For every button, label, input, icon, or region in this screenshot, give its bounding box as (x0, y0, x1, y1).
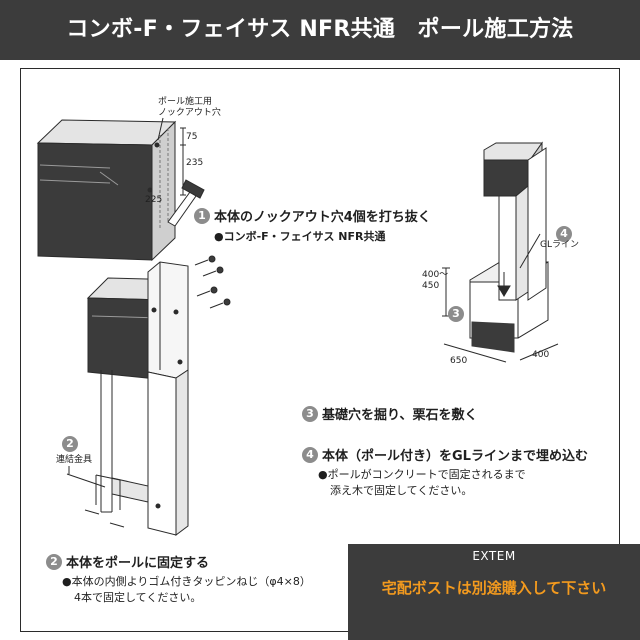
step-4-number-badge: 4 (302, 446, 318, 463)
step-1-title: 1 本体のノックアウト穴4個を打ち抜く (194, 206, 431, 225)
screw-icon (194, 255, 231, 309)
foundation-illustration (442, 141, 559, 363)
hammer-icon (167, 179, 205, 227)
step-3-title: 3 基礎穴を掘り、栗石を敷く (302, 404, 477, 423)
step-2-number-badge: 2 (46, 553, 62, 570)
depth-dimension-line2: 450 (422, 281, 440, 291)
mailbox-knockout-illustration (36, 117, 186, 262)
depth-dimension-label: 400～ 450 (422, 270, 448, 292)
brand-panel (348, 544, 640, 640)
step-4-title: 4 本体（ポール付き）をGLラインまで埋め込む (302, 445, 588, 464)
step-1-note: ●コンボ-F・フェイサス NFR共通 (214, 230, 386, 243)
dimension-75: 75 (186, 132, 198, 142)
step-4-title-text: 本体（ポール付き）をGLラインまで埋め込む (322, 449, 588, 464)
step-1-number-badge: 1 (194, 207, 210, 224)
step-3-number-badge: 3 (302, 405, 318, 422)
dimension-225: 225 (145, 195, 163, 205)
diagram-frame (20, 68, 620, 632)
knockout-hole-label: ポール施工用 ノックアウト穴 (158, 97, 221, 119)
foundation-number-badge: 3 (448, 302, 468, 322)
dimension-235: 235 (186, 158, 204, 168)
gl-line-number-badge: 4 (556, 222, 576, 242)
step-2-note-line1: ●本体の内側よりゴム付きタッピンねじ（φ4×8） (62, 575, 311, 588)
bracket-number-badge: 2 (62, 432, 82, 452)
step-1-title-text: 本体のノックアウト穴4個を打ち抜く (214, 210, 431, 225)
depth-dimension-line1: 400～ (422, 270, 449, 280)
gl-line-label: GLライン (540, 240, 579, 250)
knockout-hole-label-line2: ノックアウト穴 (158, 108, 221, 118)
header-bar: コンボ-F・フェイサス NFR共通 ポール施工方法 (0, 0, 640, 60)
step-4-note-line2: 添え木で固定してください。 (330, 484, 473, 497)
step-2-note-line2: 4本で固定してください。 (74, 591, 202, 604)
width-400-label: 400 (532, 350, 550, 360)
brand-name: EXTEM (472, 549, 516, 563)
bracket-label: 連結金具 (56, 455, 93, 465)
step-2-title-text: 本体をポールに固定する (66, 556, 210, 571)
step-4-note: ●ポールがコンクリートで固定されるまで 添え木で固定してください。 (318, 467, 526, 499)
step-2-note: ●本体の内側よりゴム付きタッピンねじ（φ4×8） 4本で固定してください。 (62, 574, 311, 606)
width-650-label: 650 (450, 356, 468, 366)
step-3-title-text: 基礎穴を掘り、栗石を敷く (322, 408, 478, 423)
knockout-hole-label-line1: ポール施工用 (158, 97, 213, 107)
step-4-note-line1: ●ポールがコンクリートで固定されるまで (318, 468, 526, 481)
purchase-notice: 宅配ボストは別途購入して下さい (381, 579, 607, 597)
page-title: コンボ-F・フェイサス NFR共通 ポール施工方法 (66, 17, 574, 42)
pole-assembly-illustration (66, 261, 189, 536)
step-2-title: 2 本体をポールに固定する (46, 552, 209, 571)
